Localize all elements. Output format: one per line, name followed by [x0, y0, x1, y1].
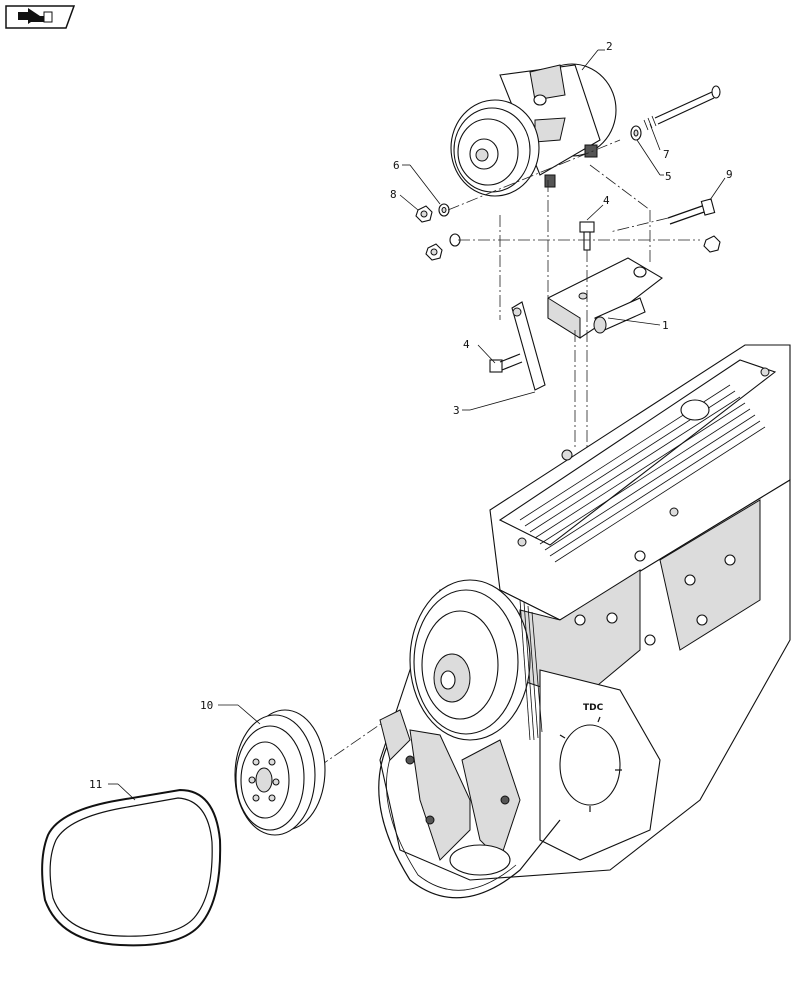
callout-6: 6 — [393, 159, 400, 172]
engine-block: TDC — [378, 344, 791, 899]
callout-11: 11 — [89, 778, 102, 791]
callout-2: 2 — [606, 40, 613, 53]
callout-1: 1 — [662, 319, 669, 332]
callout-4-upper: 4 — [603, 194, 610, 207]
callouts: 1 2 3 4 4 5 6 7 8 9 10 — [89, 40, 733, 801]
bolt-4-lower — [489, 353, 523, 373]
callout-8: 8 — [390, 188, 397, 201]
valve-cover-ribs — [519, 384, 766, 563]
nuts-washers-left — [415, 203, 461, 261]
tdc-label: TDC — [583, 703, 604, 713]
nut-right — [703, 235, 721, 253]
callout-9: 9 — [726, 168, 733, 181]
callout-4-lower: 4 — [463, 338, 470, 351]
callout-3: 3 — [453, 404, 460, 417]
mounting-bracket — [547, 257, 663, 339]
callout-10: 10 — [200, 699, 213, 712]
bolt-long — [643, 85, 721, 131]
drive-chain — [378, 729, 561, 899]
ac-compressor — [450, 63, 617, 197]
drive-belt — [41, 788, 222, 947]
callout-5: 5 — [665, 170, 672, 183]
adjusting-strap — [511, 301, 546, 391]
pulley-grooves — [519, 599, 543, 741]
bolt-short — [667, 198, 716, 225]
damper-pulley — [234, 709, 326, 836]
back-arrow-icon — [18, 8, 53, 24]
bolt-4-upper — [579, 221, 595, 251]
callout-7: 7 — [663, 148, 670, 161]
back-navigation-button[interactable] — [5, 5, 76, 29]
